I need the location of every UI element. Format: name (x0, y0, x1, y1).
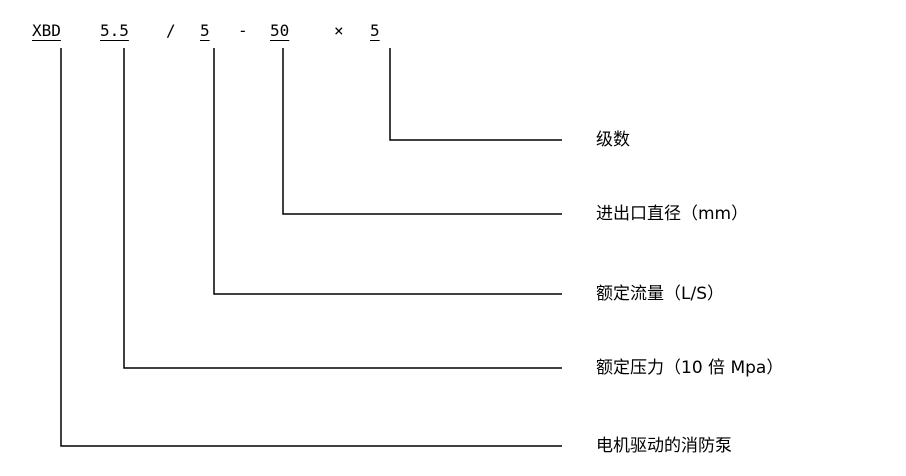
label-flow: 额定流量（L/S） (596, 284, 724, 304)
code-flow: 5 (200, 21, 210, 40)
leader-line-diameter (282, 48, 562, 215)
code-dash: - (238, 21, 248, 40)
leader-line-pressure (123, 48, 562, 369)
code-stages: 5 (370, 21, 380, 40)
code-diameter: 50 (270, 21, 290, 40)
code-prefix: XBD (32, 21, 61, 40)
code-times: × (334, 21, 344, 40)
leader-line-flow (213, 48, 562, 295)
label-diameter: 进出口直径（mm） (596, 204, 749, 224)
leader-line-prefix (60, 48, 562, 447)
label-pressure: 额定压力（10 倍 Mpa） (596, 358, 784, 378)
label-stages: 级数 (596, 130, 630, 150)
code-pressure: 5.5 (100, 21, 129, 40)
code-slash: / (166, 21, 176, 40)
leader-line-stages (389, 48, 562, 141)
label-prefix: 电机驱动的消防泵 (596, 436, 732, 456)
